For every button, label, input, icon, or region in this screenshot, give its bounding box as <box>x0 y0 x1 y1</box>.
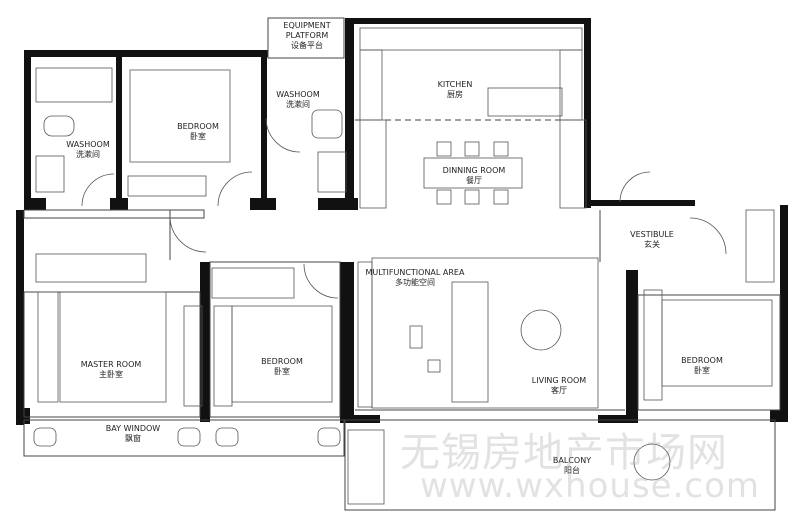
washroom-left-label: WASHOOM 洗漱间 <box>66 140 110 159</box>
dining-room-label: DINNING ROOM 餐厅 <box>442 166 506 185</box>
door-swings <box>81 117 727 299</box>
watermark-url: www.wxhouse.com <box>420 466 760 506</box>
washroom-mid-label: WASHOOM 洗漱间 <box>276 90 320 109</box>
multifunctional-area-label: MULTIFUNCTIONAL AREA 多功能空间 <box>365 268 465 287</box>
vestibule-label: VESTIBULE 玄关 <box>630 230 674 249</box>
watermark-chinese: 无锡房地产市场网 <box>400 430 728 476</box>
outer-walls <box>16 18 788 425</box>
equipment-platform-label: EQUIPMENT PLATFORM 设备平台 <box>283 21 331 50</box>
living-room-label: LIVING ROOM 客厅 <box>531 376 587 395</box>
bay-window-label: BAY WINDOW 飘窗 <box>105 424 161 443</box>
furniture <box>33 27 775 505</box>
master-room-label: MASTER ROOM 主卧室 <box>80 360 142 379</box>
kitchen-label: KITCHEN 厨房 <box>437 80 473 99</box>
bedroom-top-label: BEDROOM 卧室 <box>177 122 219 141</box>
balcony-label: BALCONY 阳台 <box>552 456 592 475</box>
bedroom-middle-label: BEDROOM 卧室 <box>261 357 303 376</box>
bedroom-right-label: BEDROOM 卧室 <box>681 356 723 375</box>
